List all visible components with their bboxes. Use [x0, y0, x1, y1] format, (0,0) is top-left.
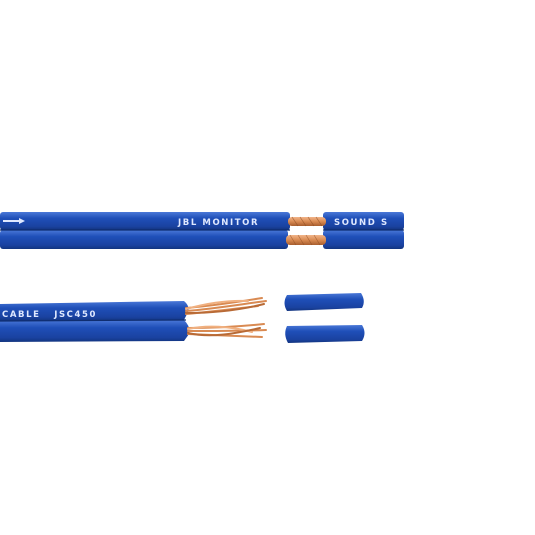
- upper-cable-top-jacket-right: [323, 212, 404, 230]
- stripped-insulation-bottom: [285, 325, 365, 343]
- upper-cable-bottom-jacket-right: [323, 230, 404, 249]
- upper-cable-print-left: JBL MONITOR: [177, 218, 259, 228]
- upper-cable-print-right: SOUND S: [334, 218, 389, 228]
- lower-cable-bottom-jacket: [0, 320, 190, 342]
- upper-cable-copper-bottom: [286, 235, 326, 245]
- upper-cable-copper-top: [288, 217, 326, 226]
- lower-cable-top-jacket: [0, 301, 189, 321]
- upper-cable-top-jacket-left: [0, 212, 290, 230]
- stripped-insulation-top: [284, 293, 364, 311]
- lower-cable-copper-bottom: [187, 323, 267, 338]
- lower-cable: CABLE JSC450: [0, 293, 365, 343]
- lower-cable-print: CABLE JSC450: [2, 310, 97, 320]
- upper-cable: JBL MONITOR SOUND S: [0, 212, 404, 249]
- upper-cable-bottom-jacket-left: [0, 230, 288, 249]
- lower-cable-copper-top: [185, 297, 267, 315]
- direction-arrow-icon: [3, 218, 25, 224]
